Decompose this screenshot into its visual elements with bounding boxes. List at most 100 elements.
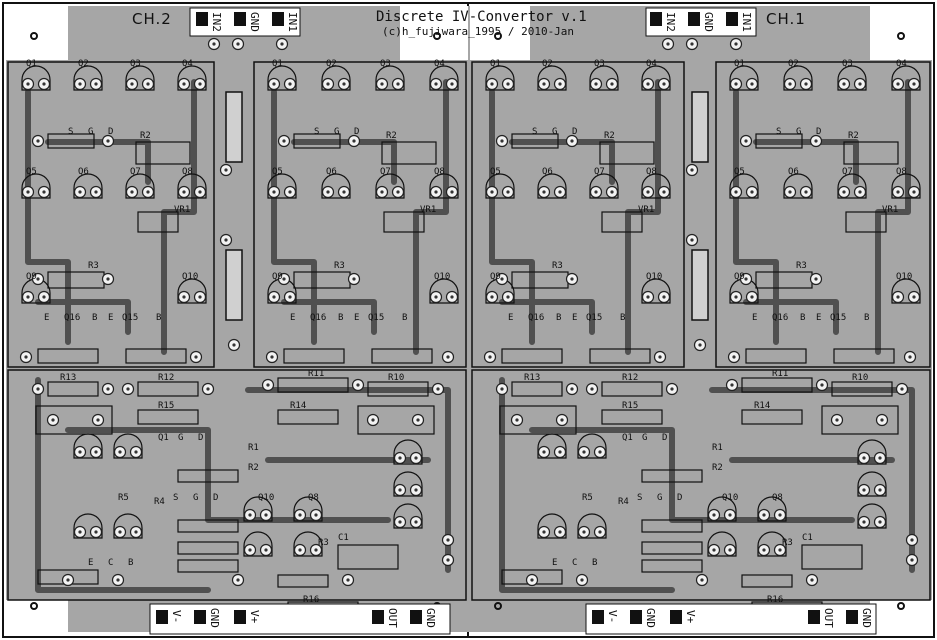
pad-hole <box>414 456 418 460</box>
pad-hole <box>450 295 454 299</box>
transistor-outline <box>537 173 567 199</box>
pad-hole <box>212 42 216 46</box>
ch1-pin-in1: IN1 <box>740 12 753 32</box>
pad-hole <box>788 190 792 194</box>
transistor-outline <box>891 173 921 199</box>
component-label: Q1 <box>158 433 169 443</box>
resistor-outline <box>831 381 893 397</box>
ch1-pin-gnd: GND <box>702 12 715 32</box>
component-label: B <box>92 313 97 323</box>
pad-hole <box>270 355 274 359</box>
transistor-outline <box>577 513 607 539</box>
component-label: Q10 <box>896 272 912 282</box>
pad-hole <box>896 190 900 194</box>
transistor-outline <box>757 496 787 522</box>
resistor-outline <box>337 544 399 570</box>
pad-hole <box>582 530 586 534</box>
pad-hole <box>380 82 384 86</box>
component-label: E <box>88 558 93 568</box>
pad-hole <box>744 139 748 143</box>
transistor-outline <box>429 65 459 91</box>
pad-hole <box>690 42 694 46</box>
component-label: R10 <box>852 373 868 383</box>
transistor-outline <box>537 65 567 91</box>
component-label: S <box>776 127 781 137</box>
component-label: B <box>592 558 597 568</box>
pad-hole <box>272 82 276 86</box>
pad-hole <box>414 488 418 492</box>
component-label: VR1 <box>420 205 436 215</box>
resistor-outline <box>277 409 339 425</box>
component-label: Q6 <box>788 167 799 177</box>
transistor-outline <box>73 433 103 459</box>
transistor-outline <box>837 173 867 199</box>
ch2-pin-in1: IN1 <box>286 12 299 32</box>
resistor-outline <box>641 541 703 555</box>
component-label: Q3 <box>380 59 391 69</box>
pad-hole <box>280 42 284 46</box>
component-label: Q5 <box>272 167 283 177</box>
resistor-outline <box>755 133 803 149</box>
pad-hole <box>590 387 594 391</box>
component-label: R2 <box>848 131 859 141</box>
component-label: E <box>108 313 113 323</box>
pad-hole <box>778 513 782 517</box>
pad-hole <box>582 450 586 454</box>
component-label: Q15 <box>586 313 602 323</box>
resistor-outline <box>293 133 341 149</box>
pad-hole <box>515 418 519 422</box>
pad-hole <box>712 513 716 517</box>
pad-hole <box>506 82 510 86</box>
transistor-outline <box>783 65 813 91</box>
pad-hole <box>224 238 228 242</box>
pad-hole <box>560 418 564 422</box>
pad-hole <box>352 139 356 143</box>
component-label: Q7 <box>594 167 605 177</box>
transistor-outline <box>293 496 323 522</box>
ch2-pin-out: OUT <box>386 608 399 628</box>
pad-hole <box>396 190 400 194</box>
ch1-pin-vplus: V+ <box>684 610 697 624</box>
pad-hole <box>51 418 55 422</box>
pad-hole <box>236 42 240 46</box>
component-label: D <box>677 493 682 503</box>
pad-hole <box>814 277 818 281</box>
resistor-outline <box>47 381 99 397</box>
pad-hole <box>264 548 268 552</box>
resistor-outline <box>135 141 191 165</box>
pad-hole <box>896 295 900 299</box>
pad-hole <box>690 168 694 172</box>
pad-hole <box>570 387 574 391</box>
pad-hole <box>36 387 40 391</box>
component-label: Q10 <box>646 272 662 282</box>
component-label: R4 <box>618 497 629 507</box>
component-label: Q2 <box>788 59 799 69</box>
pad-hole <box>198 190 202 194</box>
pad-hole <box>598 530 602 534</box>
ch2-pin-vplus: V+ <box>248 610 261 624</box>
resistor-outline <box>501 348 563 364</box>
copper-trace <box>35 377 211 593</box>
component-label: R2 <box>386 131 397 141</box>
pad-hole <box>646 82 650 86</box>
component-outlines <box>21 65 921 615</box>
pad-hole <box>662 295 666 299</box>
component-label: Q8 <box>434 167 445 177</box>
resistor-outline <box>277 377 349 393</box>
pad-hole <box>118 450 122 454</box>
pad-hole <box>666 42 670 46</box>
pad-hole <box>78 450 82 454</box>
resistor-outline <box>599 141 655 165</box>
component-label: G <box>88 127 93 137</box>
output-connector-ch1 <box>585 603 877 635</box>
pad-hole <box>778 548 782 552</box>
pad-hole <box>662 82 666 86</box>
component-label: R13 <box>60 373 76 383</box>
transistor-outline <box>73 65 103 91</box>
component-label: Q8 <box>308 493 319 503</box>
pad-hole <box>346 578 350 582</box>
transistor-outline <box>177 65 207 91</box>
pad-hole <box>398 456 402 460</box>
component-label: Q10 <box>258 493 274 503</box>
